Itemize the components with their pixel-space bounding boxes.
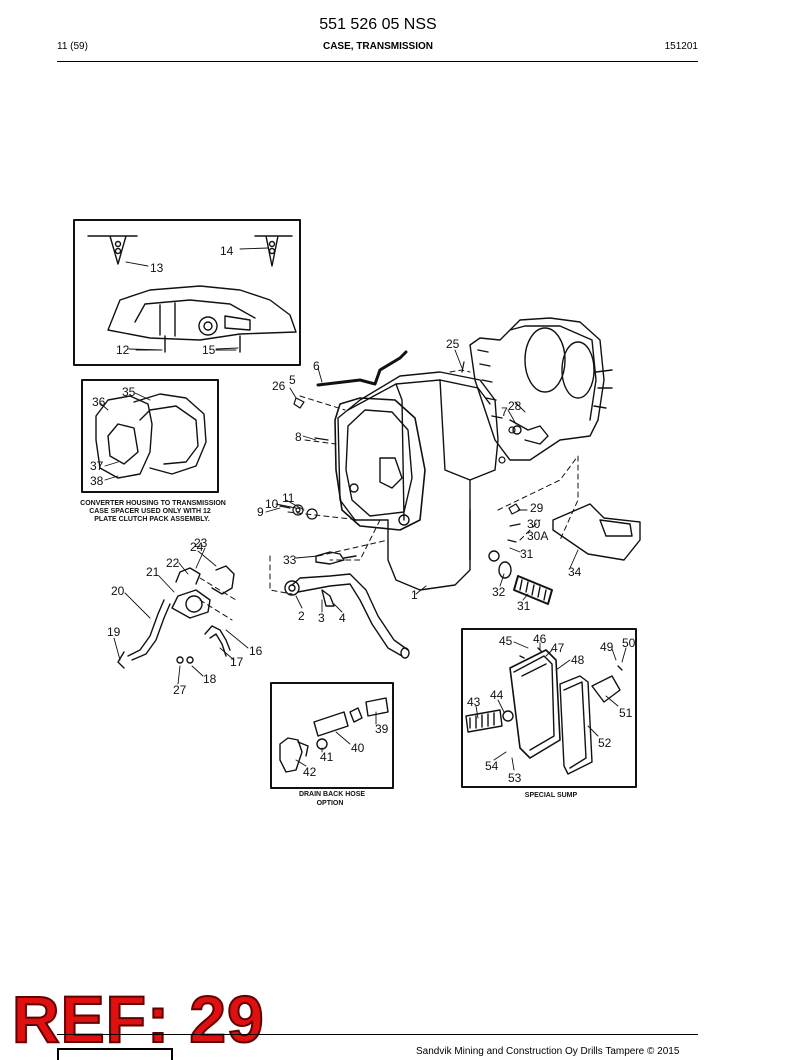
callout-36: 35: [122, 385, 136, 399]
footer-copyright: Sandvik Mining and Construction Oy Drill…: [416, 1046, 680, 1057]
cover-plate: [552, 503, 641, 561]
callout-6: 6: [313, 359, 320, 373]
callout-33: 32: [492, 585, 506, 599]
drain-back-caption-line1: DRAIN BACK HOSE: [299, 791, 365, 798]
callout-43: 42: [303, 765, 317, 779]
callout-10: 10: [265, 497, 279, 511]
spacer-note-line2: CASE SPACER USED ONLY WITH 12: [89, 508, 211, 515]
callout-9: 9: [257, 505, 264, 519]
callout-23: 23: [194, 536, 208, 550]
callout-8: 8: [295, 430, 302, 444]
inset-drain-back: [270, 682, 394, 789]
callout-54: 53: [508, 771, 522, 785]
callout-38: 37: [90, 459, 104, 473]
callout-30: 30: [527, 517, 541, 531]
page-reference: 11 (59): [57, 41, 88, 52]
callout-53: 52: [598, 736, 612, 750]
company-logo: [57, 1048, 173, 1060]
section-title: CASE, TRANSMISSION: [322, 41, 433, 52]
inset-case-bottom: [73, 219, 301, 366]
callout-12: 12: [116, 343, 130, 357]
callout-51: 50: [622, 636, 636, 650]
callout-39: 38: [90, 474, 104, 488]
callout-52: 51: [619, 706, 633, 720]
header-divider: [57, 61, 698, 62]
callout-35: 34: [568, 565, 582, 579]
inset-spacer: [81, 379, 219, 493]
cooler-line-assembly: [117, 565, 235, 669]
callout-1: 1: [411, 588, 418, 602]
callout-42: 41: [320, 750, 334, 764]
spacer-note-line1: CONVERTER HOUSING TO TRANSMISSION: [80, 500, 226, 507]
callout-26: 26: [272, 379, 286, 393]
callout-16: 16: [249, 644, 263, 658]
callout-25: 25: [446, 337, 460, 351]
callout-15: 15: [202, 343, 216, 357]
callout-50: 49: [600, 640, 614, 654]
leader-lines: [99, 247, 627, 771]
callout-2: 2: [298, 609, 305, 623]
fill-tube: [316, 350, 408, 387]
callout-45: 44: [490, 688, 504, 702]
callout-21: 21: [146, 565, 160, 579]
special-sump-caption: SPECIAL SUMP: [525, 792, 578, 799]
strainer-assembly: [488, 550, 553, 605]
fasteners: [279, 361, 521, 543]
callout-31: 31: [520, 547, 534, 561]
inset-special-sump: [461, 628, 637, 788]
callout-19: 19: [107, 625, 121, 639]
callout-47: 46: [533, 632, 547, 646]
drain-tube-assembly: [284, 551, 410, 659]
callout-37: 36: [92, 395, 106, 409]
callout-24: 24: [190, 540, 204, 554]
document-number: 551 526 05 NSS: [319, 16, 437, 33]
callout-41: 40: [351, 741, 365, 755]
inset-captions: CONVERTER HOUSING TO TRANSMISSION CASE S…: [80, 500, 577, 807]
callout-5: 5: [289, 373, 296, 387]
callout-46: 45: [499, 634, 513, 648]
callout-18: 18: [203, 672, 217, 686]
drain-back-caption-line2: OPTION: [317, 800, 344, 807]
callout-34: 33: [283, 553, 297, 567]
callout-20: 20: [111, 584, 125, 598]
callout-22: 22: [166, 556, 180, 570]
callout-17: 17: [230, 655, 244, 669]
callout-7: 7: [501, 405, 508, 419]
callout-44: 43: [467, 695, 481, 709]
callout-13: 13: [150, 261, 164, 275]
callout-32: 31: [517, 599, 531, 613]
callout-30a: 30A: [527, 529, 548, 543]
footer-divider: [57, 1034, 698, 1035]
callout-29: 29: [530, 501, 544, 515]
callout-40: 39: [375, 722, 389, 736]
spacer-note-line3: PLATE CLUTCH PACK ASSEMBLY.: [94, 516, 210, 523]
callout-48: 47: [551, 641, 565, 655]
assembly-lines: [199, 369, 579, 621]
callout-14: 14: [220, 244, 234, 258]
callout-27: 27: [173, 683, 187, 697]
callout-3: 3: [318, 611, 325, 625]
transmission-case-body: [334, 371, 499, 591]
callout-55: 54: [485, 759, 499, 773]
callout-11: 11: [282, 491, 295, 505]
callout-28: 28: [508, 399, 522, 413]
rear-housing: [469, 317, 613, 461]
reference-stamp: REF: 29: [11, 982, 265, 1056]
date-code: 151201: [664, 41, 698, 52]
callout-numbers: 13 14 12 15 35 36 37 38 6 5 26 8 11 10 9…: [90, 244, 636, 785]
callout-4: 4: [339, 611, 346, 625]
callout-49: 48: [571, 653, 585, 667]
